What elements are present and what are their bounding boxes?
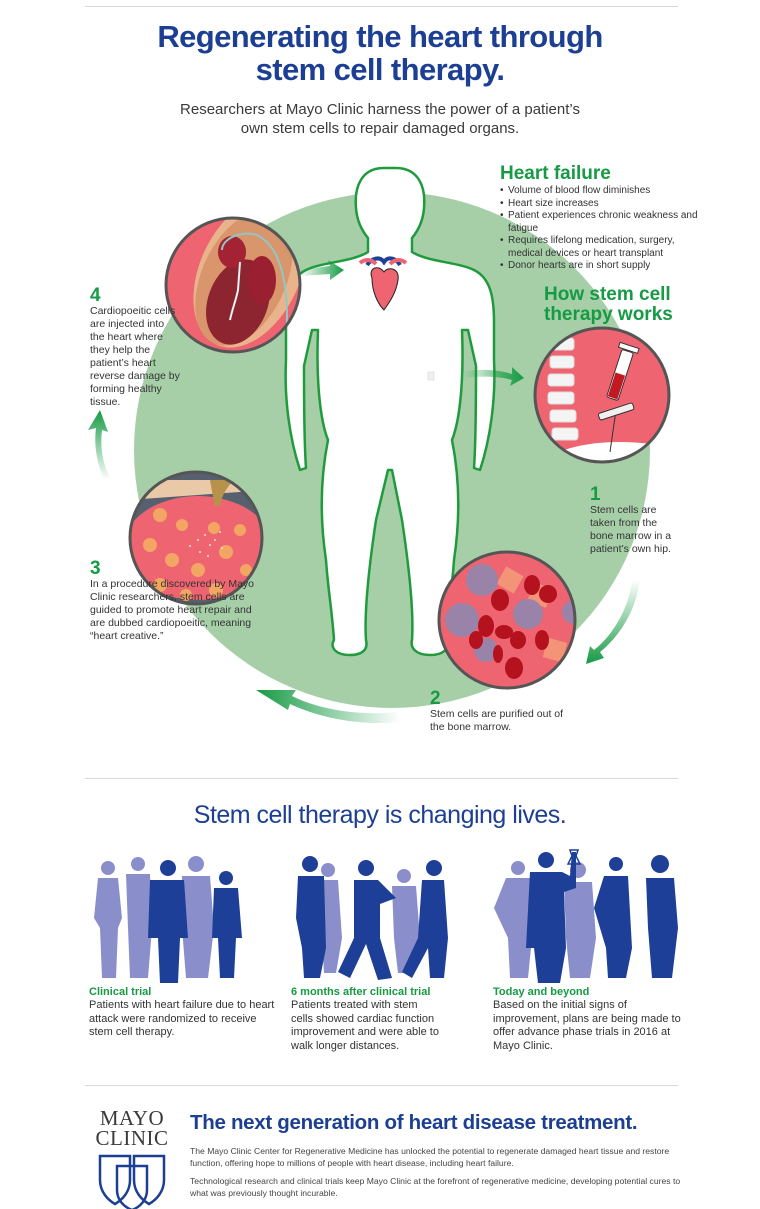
lives-section-title: Stem cell therapy is changing lives. (193, 801, 567, 829)
heart-failure-title: Heart failure (500, 163, 611, 184)
footer-title: The next generation of heart disease tre… (190, 1111, 638, 1134)
heart-failure-bullet: Patient experiences chronic weakness and… (500, 210, 700, 235)
column-title: Today and beyond (493, 986, 590, 998)
page-title: Regenerating the heart through stem cell… (0, 20, 760, 86)
step-1: 1 Stem cells are taken from the bone mar… (590, 484, 682, 556)
cell-culture-icon (130, 472, 262, 604)
how-it-works-title: How stem cell therapy works (544, 285, 694, 325)
how-title-line-1: How stem cell (544, 284, 671, 305)
therapy-cycle-illustration (88, 166, 671, 724)
group-walking-icon (296, 856, 448, 980)
step-number: 1 (590, 484, 601, 505)
researchers-icon (494, 849, 678, 983)
column-body: Patients with heart failure due to heart… (89, 999, 275, 1038)
how-title-line-2: therapy works (544, 304, 673, 325)
step-text: Stem cells are taken from the bone marro… (590, 504, 672, 555)
step-text: In a procedure discovered by Mayo Clinic… (90, 578, 255, 642)
top-divider (85, 6, 678, 7)
heart-cross-section-icon (166, 218, 300, 352)
arrow-to-step3 (256, 690, 400, 724)
subtitle-line-2: own stem cells to repair damaged organs. (240, 120, 520, 137)
subtitle-line-1: Researchers at Mayo Clinic harness the p… (180, 101, 580, 118)
column-title: 6 months after clinical trial (291, 986, 431, 998)
arrow-to-heart (300, 260, 344, 280)
column-title: Clinical trial (89, 986, 152, 998)
middle-divider (85, 778, 678, 779)
lives-column-six-months: 6 months after clinical trial Patients t… (291, 985, 471, 1053)
page-subtitle: Researchers at Mayo Clinic harness the p… (0, 100, 760, 138)
heart-failure-list: Volume of blood flow diminishes Heart si… (500, 185, 700, 273)
blood-cells-icon (439, 552, 575, 688)
shield-logo-icon (98, 1154, 166, 1209)
heart-failure-bullet: Requires lifelong medication, surgery, m… (500, 235, 700, 260)
lives-column-today: Today and beyond Based on the initial si… (493, 985, 683, 1053)
heart-failure-bullet: Donor hearts are in short supply (500, 260, 700, 273)
lives-column-clinical-trial: Clinical trial Patients with heart failu… (89, 985, 279, 1040)
title-line-2: stem cell therapy. (255, 52, 505, 87)
arrow-to-step2 (586, 580, 640, 664)
logo-line-2: CLINIC (95, 1126, 169, 1150)
heart-failure-panel: Heart failure Volume of blood flow dimin… (500, 163, 700, 273)
logo-line-1: MAYO (99, 1106, 165, 1130)
footer-paragraph-1: The Mayo Clinic Center for Regenerative … (190, 1146, 670, 1168)
step-text: Stem cells are purified out of the bone … (430, 708, 564, 733)
mayo-clinic-logo: MAYO CLINIC (88, 1108, 176, 1209)
arrow-to-step1 (462, 367, 524, 386)
step-4: 4 Cardiopoeitic cells are injected into … (90, 285, 180, 409)
heart-failure-bullet: Volume of blood flow diminishes (500, 185, 700, 198)
group-standing-icon (94, 856, 242, 983)
arrow-to-step4 (88, 410, 110, 480)
human-body-outline (284, 166, 496, 657)
step-number: 3 (90, 558, 101, 579)
step-3: 3 In a procedure discovered by Mayo Clin… (90, 558, 258, 643)
column-body: Based on the initial signs of improvemen… (493, 999, 681, 1052)
step-number: 2 (430, 688, 441, 709)
column-body: Patients treated with stem cells showed … (291, 999, 439, 1052)
step-2: 2 Stem cells are purified out of the bon… (430, 688, 570, 734)
footer-paragraph-2: Technological research and clinical tria… (190, 1176, 681, 1198)
heart-icon (358, 256, 408, 311)
heart-failure-bullet: Heart size increases (500, 198, 700, 211)
step-number: 4 (90, 285, 101, 306)
bottom-divider (85, 1085, 678, 1086)
step-text: Cardiopoeitic cells are injected into th… (90, 305, 180, 408)
title-line-1: Regenerating the heart through (157, 19, 603, 54)
